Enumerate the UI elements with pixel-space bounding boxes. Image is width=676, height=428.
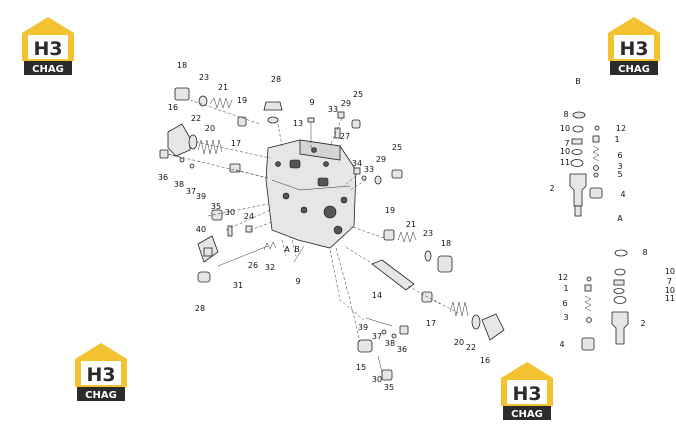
- callout-label: 6: [617, 151, 622, 160]
- callout-label: 19: [385, 206, 395, 215]
- callout-label: 10: [665, 267, 675, 276]
- callout-label: 12: [558, 273, 568, 282]
- callout-label: 20: [454, 338, 464, 347]
- callout-label: 9: [295, 277, 300, 286]
- callout-label: 1: [563, 284, 568, 293]
- callout-label: 31: [233, 281, 243, 290]
- main-parts: [159, 87, 505, 381]
- callout-label: 21: [406, 220, 416, 229]
- callout-label: 36: [397, 345, 407, 354]
- callout-label: 7: [564, 139, 569, 148]
- callout-label: A: [284, 245, 290, 254]
- valve-body: [265, 139, 357, 249]
- callout-label: 10: [560, 124, 570, 133]
- detail-view-a: [581, 249, 629, 351]
- callout-label: 10: [665, 286, 675, 295]
- callout-label: 1: [614, 135, 619, 144]
- callout-label: 24: [244, 212, 254, 221]
- logo-mark: H3: [33, 38, 62, 60]
- callout-label: 3: [617, 162, 622, 171]
- callout-label: 15: [356, 363, 366, 372]
- callout-label: 34: [352, 159, 362, 168]
- callout-label: 21: [218, 83, 228, 92]
- callout-label: 17: [231, 139, 241, 148]
- callout-label: 4: [559, 340, 564, 349]
- callout-label: 6: [562, 299, 567, 308]
- callout-label: 35: [384, 383, 394, 392]
- callout-label: 4: [620, 190, 625, 199]
- callout-label: 14: [372, 291, 382, 300]
- callout-label: 11: [665, 294, 675, 303]
- logo-mark: H3: [86, 364, 115, 386]
- callout-label: B: [575, 77, 581, 86]
- callout-label: 26: [248, 261, 258, 270]
- callout-label: 19: [237, 96, 247, 105]
- callout-label: 16: [480, 356, 490, 365]
- logo-subtitle: CHAG: [618, 64, 650, 75]
- callout-label: A: [617, 214, 623, 223]
- callout-label: 39: [196, 192, 206, 201]
- callout-label: 28: [271, 75, 281, 84]
- callout-label: 37: [372, 332, 382, 341]
- callout-label: 5: [617, 170, 622, 179]
- callout-label: 37: [186, 187, 196, 196]
- callout-label: 7: [667, 277, 672, 286]
- callout-label: 22: [191, 114, 201, 123]
- callout-label: 17: [426, 319, 436, 328]
- callout-label: 25: [392, 143, 402, 152]
- callout-label: 18: [177, 61, 187, 70]
- callout-label: 33: [364, 165, 374, 174]
- callout-label: 8: [642, 248, 647, 257]
- callout-label: 22: [466, 343, 476, 352]
- callout-label: 2: [549, 184, 554, 193]
- logo-subtitle: CHAG: [85, 390, 117, 401]
- callout-label: 33: [328, 105, 338, 114]
- callout-label: 20: [205, 124, 215, 133]
- callout-label: 30: [372, 375, 382, 384]
- callout-label: 39: [358, 323, 368, 332]
- logo-subtitle: CHAG: [32, 64, 64, 75]
- callout-label: 12: [616, 124, 626, 133]
- logo-mark: H3: [619, 38, 648, 60]
- callout-label: 11: [560, 158, 570, 167]
- callout-label: B: [294, 245, 300, 254]
- callout-label: 13: [293, 119, 303, 128]
- callout-label: 10: [560, 147, 570, 156]
- callout-label: 38: [385, 339, 395, 348]
- logo-mark: H3: [512, 383, 541, 405]
- callout-label: 16: [168, 103, 178, 112]
- callout-label: 40: [196, 225, 206, 234]
- callout-label: 18: [441, 239, 451, 248]
- callout-label: 23: [199, 73, 209, 82]
- callout-label: 9: [309, 98, 314, 107]
- logo-subtitle: CHAG: [511, 409, 543, 420]
- callout-label: 2: [640, 319, 645, 328]
- callout-label: 27: [340, 132, 350, 141]
- callout-label: 35: [211, 202, 221, 211]
- callout-label: 36: [158, 173, 168, 182]
- callout-label: 38: [174, 180, 184, 189]
- callout-label: 23: [423, 229, 433, 238]
- callout-label: 8: [563, 110, 568, 119]
- callout-label: 30: [225, 208, 235, 217]
- callout-label: 29: [376, 155, 386, 164]
- callout-label: 3: [563, 313, 568, 322]
- callout-label: 32: [265, 263, 275, 272]
- callout-label: 29: [341, 99, 351, 108]
- callout-label: 28: [195, 304, 205, 313]
- detail-view-b: [569, 111, 603, 217]
- callout-label: 25: [353, 90, 363, 99]
